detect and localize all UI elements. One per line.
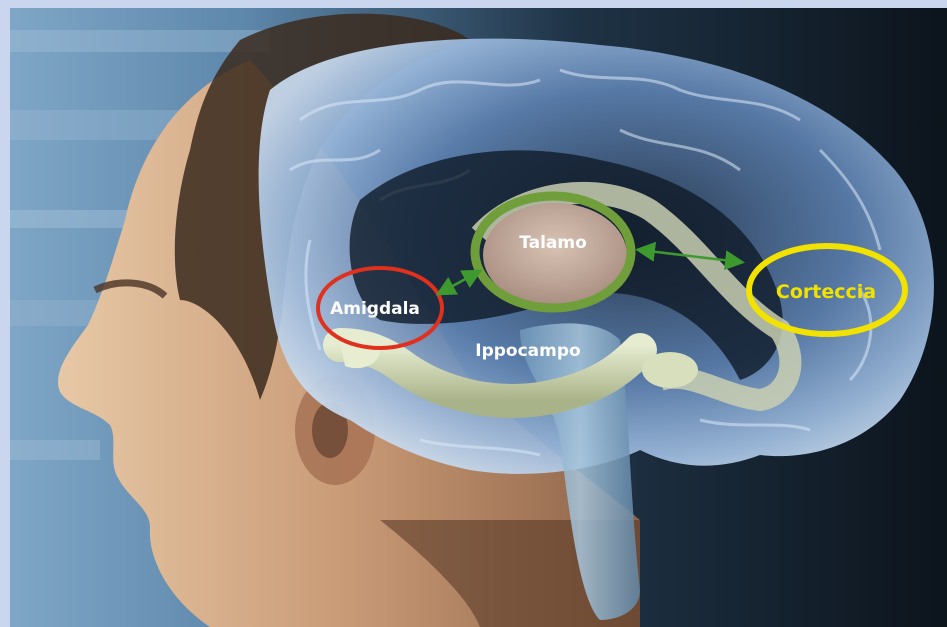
label-corteccia: Corteccia — [776, 281, 876, 303]
label-ippocampo: Ippocampo — [475, 341, 580, 361]
label-talamo: Talamo — [519, 233, 587, 253]
label-amigdala: Amigdala — [330, 299, 420, 319]
